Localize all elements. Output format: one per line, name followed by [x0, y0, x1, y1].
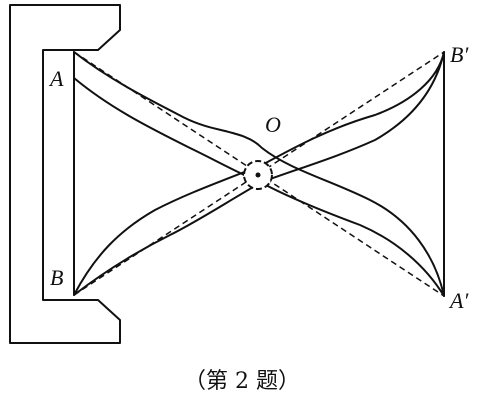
label-b: B	[50, 265, 63, 290]
label-o: O	[265, 112, 281, 137]
tongs-arm-lower-left	[73, 51, 445, 296]
pivot-point-o	[255, 172, 261, 178]
clamp-body	[9, 4, 121, 344]
caption: （第 2 题）	[184, 369, 300, 394]
label-a: A	[48, 66, 64, 91]
label-b-prime: B′	[450, 42, 469, 67]
tongs-arm-upper-left	[73, 51, 445, 297]
label-a-prime: A′	[448, 288, 469, 313]
